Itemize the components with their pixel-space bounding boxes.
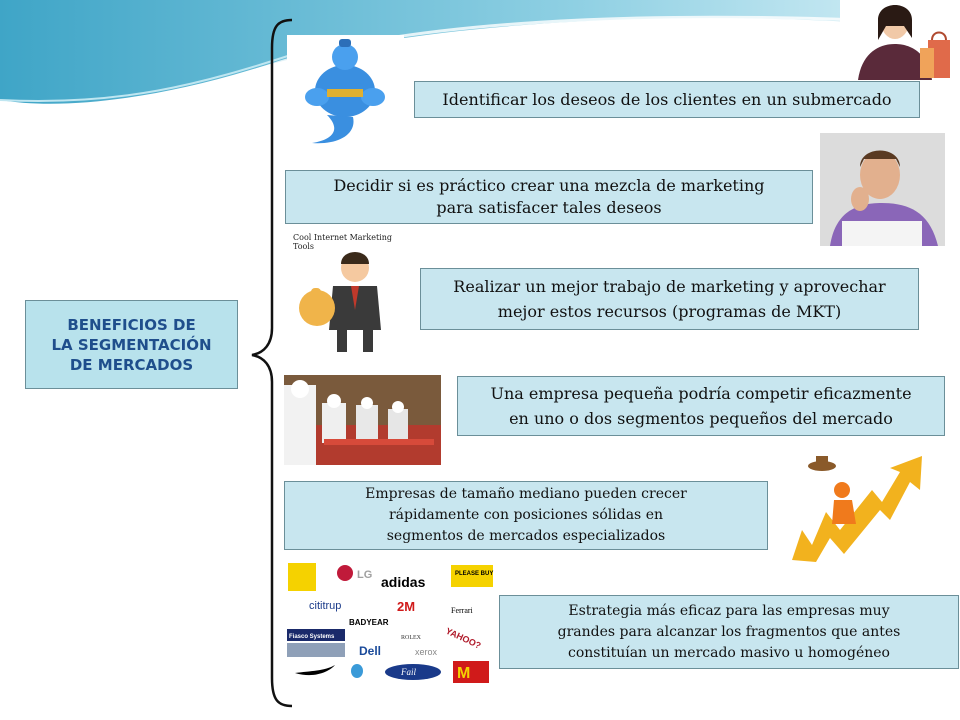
benefit-6-line-3: constituían un mercado masivo u homogéne… <box>568 644 890 661</box>
logo-rolex: ROLEX <box>401 635 422 641</box>
logo-ferrari: Ferrari <box>451 606 474 615</box>
benefit-1-line-1: Identificar los deseos de los clientes e… <box>442 90 892 109</box>
logo-adidas: adidas <box>381 574 426 590</box>
benefit-6-line-1: Estrategia más eficaz para las empresas … <box>568 602 890 619</box>
factory-workers-image <box>284 375 441 465</box>
title-line-2: LA SEGMENTACIÓN <box>51 335 212 354</box>
logo-xerox: xerox <box>415 647 438 657</box>
benefit-box-1: Identificar los deseos de los clientes e… <box>414 81 920 118</box>
benefit-box-6: Estrategia más eficaz para las empresas … <box>499 595 959 669</box>
thinking-man-image <box>820 133 945 246</box>
benefit-5-line-3: segmentos de mercados especializados <box>386 528 666 544</box>
benefit-5-line-1: Empresas de tamaño mediano pueden crecer <box>365 486 687 502</box>
svg-text:M: M <box>457 665 470 682</box>
benefit-box-4: Una empresa pequeña podría competir efic… <box>457 376 945 436</box>
logo-2m: 2M <box>397 599 415 614</box>
benefit-box-2: Decidir si es práctico crear una mezcla … <box>285 170 813 224</box>
benefit-3-line-2: mejor estos recursos (programas de MKT) <box>497 302 842 321</box>
thumbs-up-man-image: Cool Internet Marketing Tools <box>289 230 410 358</box>
benefit-4-line-1: Una empresa pequeña podría competir efic… <box>490 384 912 403</box>
benefit-box-5: Empresas de tamaño mediano pueden crecer… <box>284 481 768 550</box>
benefit-box-3: Realizar un mejor trabajo de marketing y… <box>420 268 919 330</box>
shopping-woman-image <box>840 0 960 80</box>
growth-arrow-image <box>782 450 938 565</box>
cool-tools-caption: Cool Internet Marketing Tools <box>293 233 392 251</box>
benefit-6-line-2: grandes para alcanzar los fragmentos que… <box>557 623 901 640</box>
logo-please-buy: PLEASE BUY <box>455 571 493 577</box>
benefit-4-line-2: en uno o dos segmentos pequeños del merc… <box>509 409 893 428</box>
benefit-3-line-1: Realizar un mejor trabajo de marketing y… <box>453 277 886 296</box>
logo-yahoo: YAHOO? <box>444 626 482 651</box>
title-box: BENEFICIOS DE LA SEGMENTACIÓN DE MERCADO… <box>25 300 238 389</box>
logo-fail: Fail <box>400 667 416 677</box>
title-line-3: DE MERCADOS <box>69 355 194 374</box>
benefit-2-line-2: para satisfacer tales deseos <box>436 198 662 217</box>
title-line-1: BENEFICIOS DE <box>67 315 196 334</box>
curly-brace <box>251 18 293 708</box>
logo-dell: Dell <box>359 644 381 658</box>
genie-image <box>287 35 404 148</box>
logo-fiasco: Fiasco Systems <box>289 634 335 640</box>
logo-badyear: BADYEAR <box>349 618 389 627</box>
logo-cititrup: cititrup <box>309 600 341 612</box>
logo-lg: LG <box>357 569 372 581</box>
benefit-2-line-1: Decidir si es práctico crear una mezcla … <box>333 176 765 195</box>
brand-logos-image: LG adidas PLEASE BUY cititrup 2M Ferrari… <box>285 561 495 686</box>
benefit-5-line-2: rápidamente con posiciones sólidas en <box>388 507 663 523</box>
